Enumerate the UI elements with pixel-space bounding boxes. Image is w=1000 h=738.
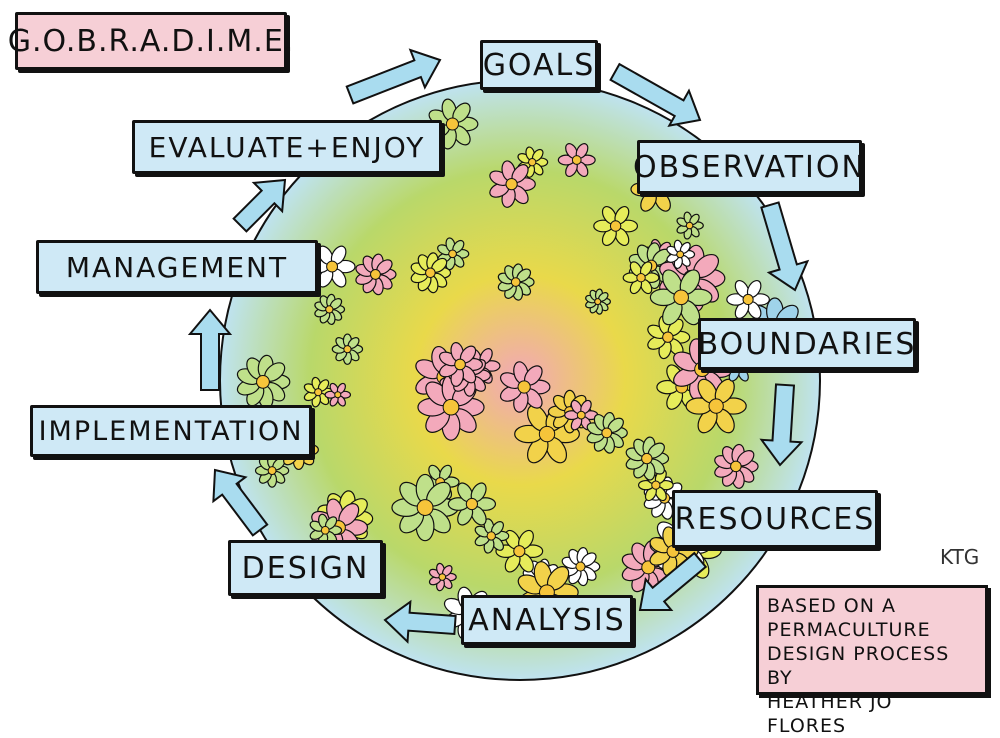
cycle-arrow [383,599,457,644]
flower [676,211,704,240]
flower [438,342,483,387]
step-resources: RESOURCES [672,490,878,548]
flower [586,411,628,454]
flower [685,378,747,434]
flower [557,143,596,178]
cycle-arrow [760,201,810,292]
cycle-arrow [212,468,269,537]
flower [410,252,452,294]
step-design: DESIGN [228,540,383,596]
step-observation: OBSERVATION [633,140,864,194]
flower [474,518,510,554]
flower [428,562,457,592]
step-analysis: ANALYSIS [461,595,633,645]
flower-cycle-illustration [187,48,821,681]
flower [314,293,346,326]
flower [331,333,364,365]
flower [561,547,601,587]
flower [621,539,677,595]
flower [308,245,356,288]
step-evaluate-enjoy: EVALUATE+ENJOY [132,120,442,174]
flower [236,354,291,409]
cycle-arrow [609,62,702,127]
flower [499,361,551,413]
flower [254,453,290,488]
cycle-arrow [187,308,233,391]
flower [593,205,639,247]
flower [489,160,536,208]
cycle-arrow [345,48,442,105]
flower [437,237,470,271]
flower [649,269,713,326]
flower [585,288,611,315]
flower [714,443,759,489]
step-boundaries: BOUNDARIES [698,318,916,370]
credit-box: BASED ON A PERMACULTURE DESIGN PROCESS B… [756,585,988,737]
step-management: MANAGEMENT [36,240,318,294]
flower [447,482,497,526]
flower [514,404,580,464]
step-goals: GOALS [480,40,598,90]
cycle-arrow [232,178,287,233]
flower [625,436,670,481]
flower [355,253,397,296]
flower [324,382,352,407]
step-implementation: IMPLEMENTATION [30,405,312,457]
cycle-arrow [638,551,708,611]
diagram-title: G.O.B.R.A.D.I.M.E. [8,12,293,70]
flower [666,239,696,270]
artist-signature: KTG [940,545,980,569]
flower [622,261,660,295]
cycle-arrows-group [187,48,810,644]
flower [497,263,535,301]
cycle-arrow [759,383,804,467]
flower [391,473,459,542]
flower [726,279,770,319]
